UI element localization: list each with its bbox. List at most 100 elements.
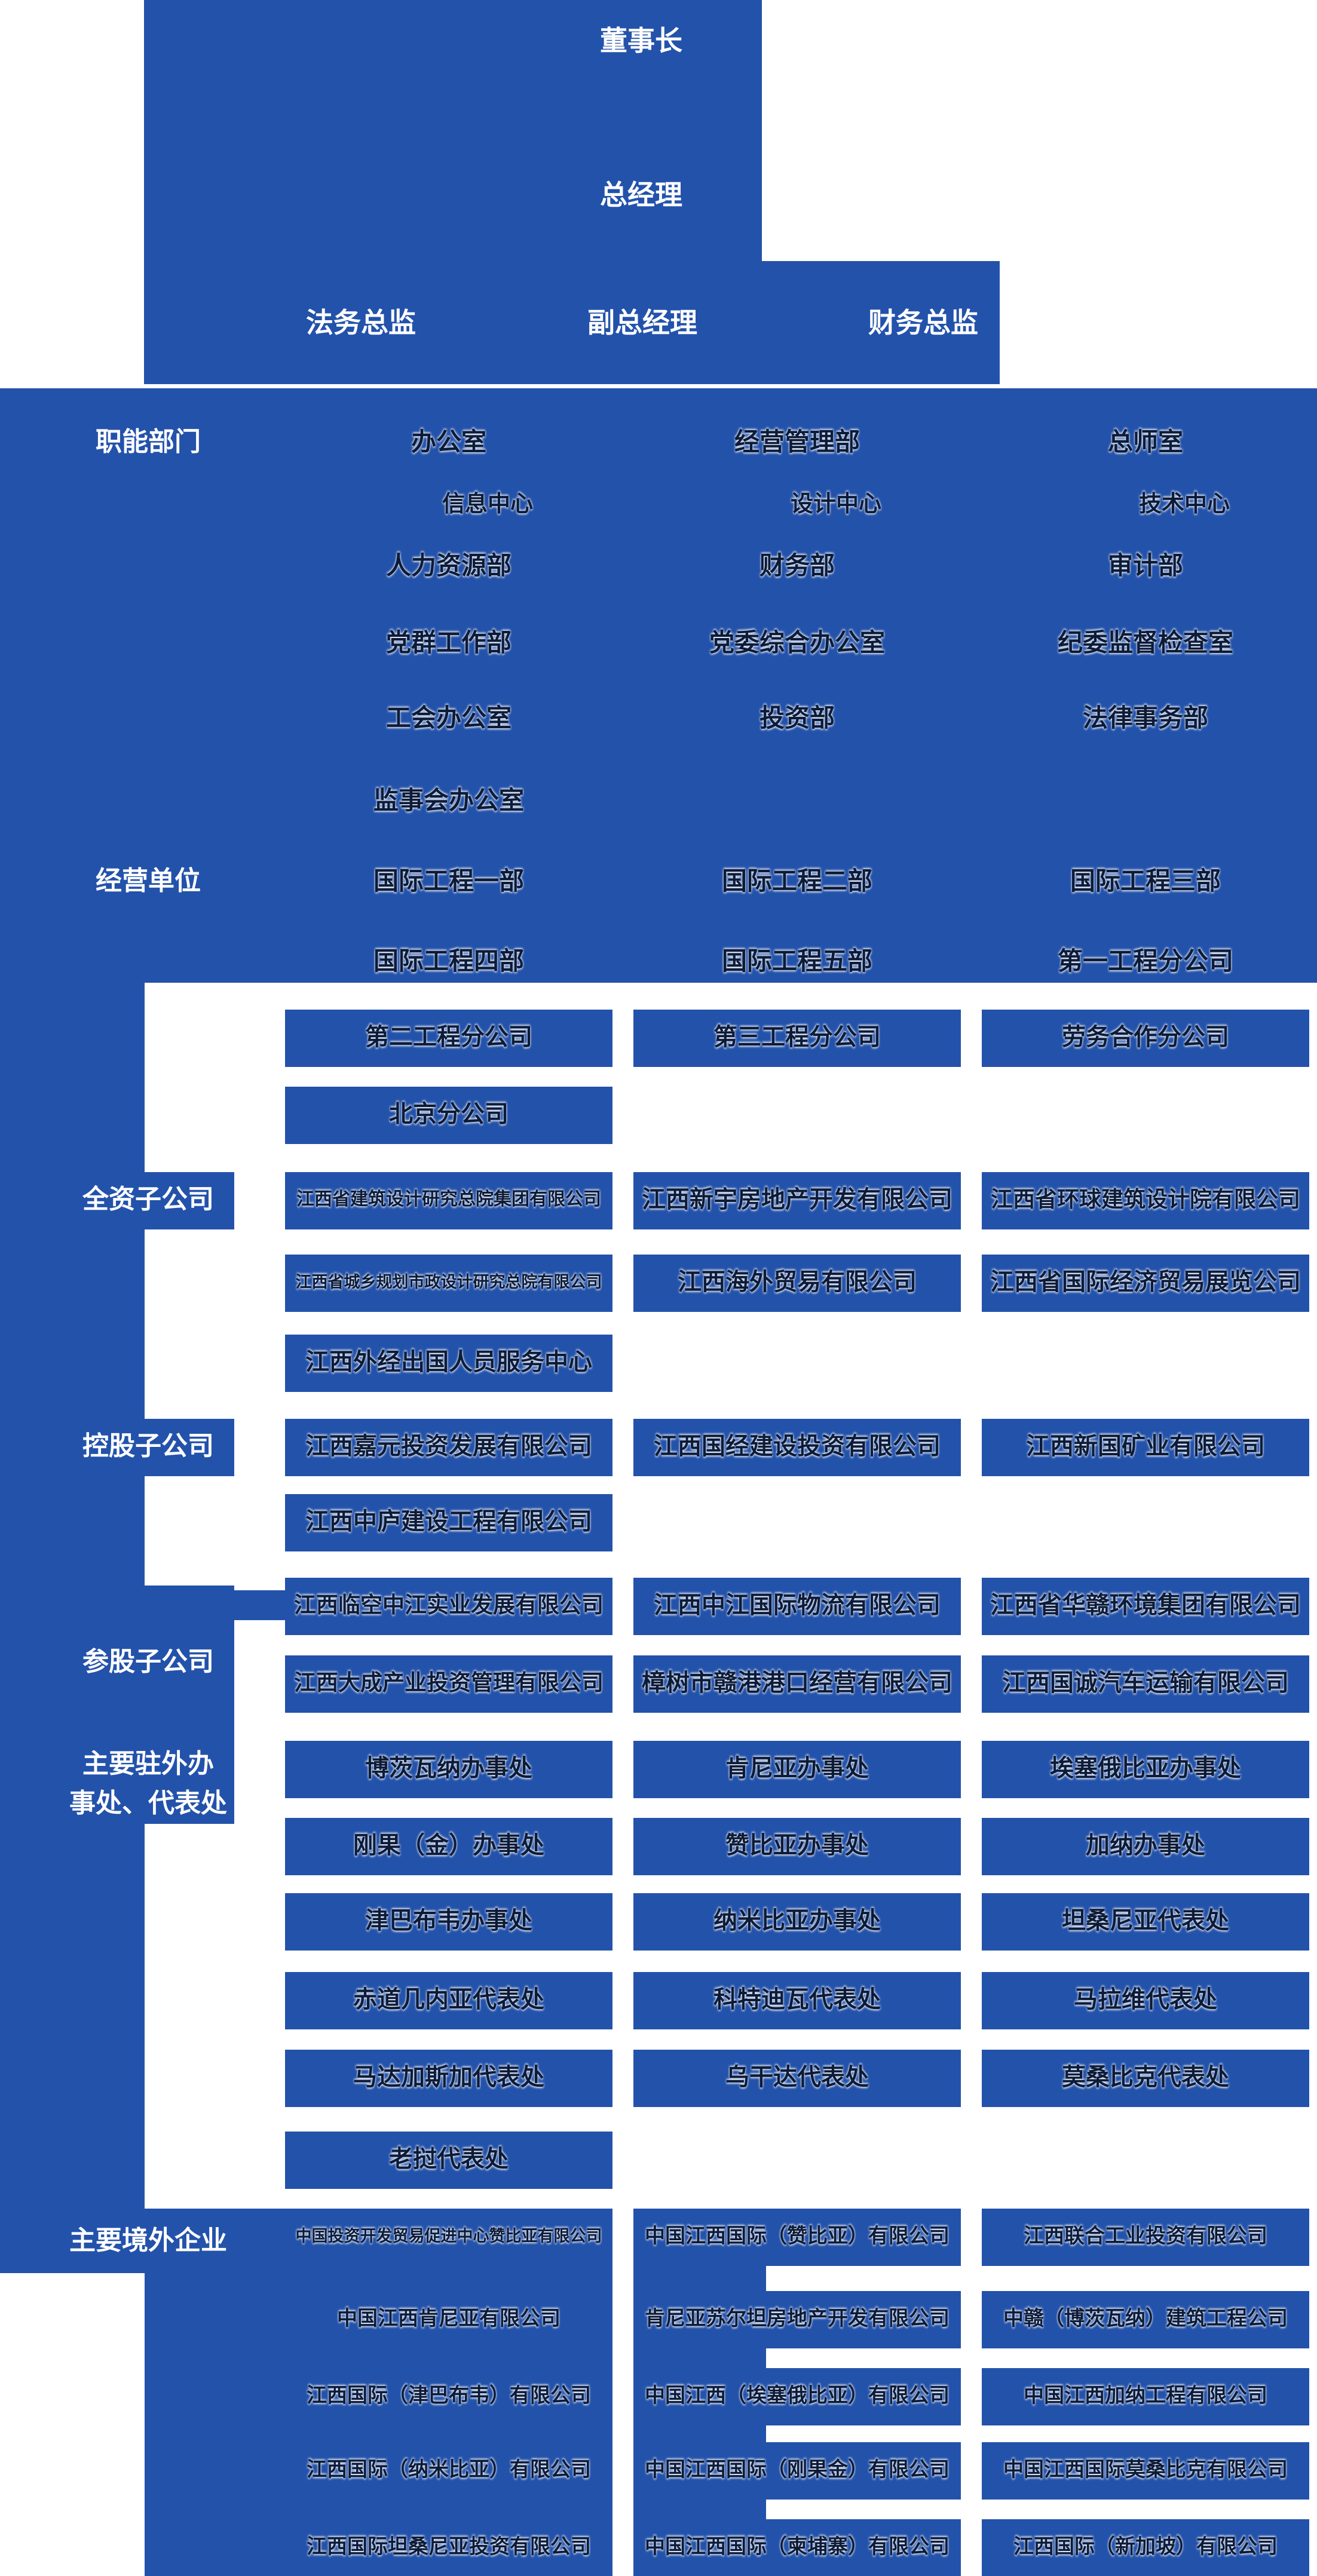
org-box [982,2291,1309,2348]
org-box-label: 马达加斯加代表处 [353,2064,544,2090]
department-name: 技术中心 [1138,492,1230,517]
org-box-label: 江西国际（纳米比亚）有限公司 [307,2458,591,2481]
org-box [633,1010,961,1067]
org-box-label: 中国江西（埃塞俄比亚）有限公司 [645,2384,950,2407]
org-box [982,2442,1309,2500]
department-name: 国际工程五部 [721,947,872,975]
org-box [285,1419,612,1476]
section-label-box [0,1586,234,1741]
section-label-box [0,1734,234,1824]
department-name: 国际工程三部 [1070,867,1221,895]
section-label: 全资子公司 [82,1185,214,1214]
department-name: 经营管理部 [734,428,860,456]
org-box-label: 乌干达代表处 [725,2064,869,2090]
department-name: 法律事务部 [1082,704,1208,732]
org-box-label: 江西中江国际物流有限公司 [654,1592,941,1618]
section-label: 主要驻外办 [82,1749,214,1778]
org-box [285,1655,612,1713]
org-box-label: 中国江西国际（柬埔寨）有限公司 [645,2535,950,2558]
org-box-label: 第三工程分公司 [713,1024,881,1050]
org-box [982,1172,1309,1229]
department-name: 办公室 [411,428,486,456]
org-box [285,2209,612,2266]
org-box [633,1655,961,1713]
org-box [285,1741,612,1798]
org-box-label: 北京分公司 [389,1101,509,1127]
org-box [633,2442,961,2500]
org-box [633,2291,961,2348]
org-box [982,1818,1309,1875]
org-box [982,2050,1309,2107]
org-box [633,1893,961,1951]
org-box-label: 江西嘉元投资发展有限公司 [305,1433,592,1459]
top-connector-block [144,0,762,265]
org-box-label: 江西联合工业投资有限公司 [1024,2225,1267,2247]
deputy-gm-title: 副总经理 [587,307,697,338]
org-box-label: 江西国际（新加坡）有限公司 [1013,2535,1278,2558]
org-box-label: 马拉维代表处 [1074,1986,1217,2013]
org-box-label: 劳务合作分公司 [1062,1024,1229,1050]
department-name: 党群工作部 [385,628,512,657]
org-box-label: 江西大成产业投资管理有限公司 [294,1670,604,1695]
org-box-label: 江西海外贸易有限公司 [678,1269,917,1295]
org-box [982,1893,1309,1951]
org-box [982,1255,1309,1312]
org-box-label: 肯尼亚办事处 [725,1755,869,1781]
org-box [633,2519,961,2576]
org-box-label: 中赣（博茨瓦纳）建筑工程公司 [1003,2307,1288,2330]
org-box [285,2291,612,2348]
org-box [285,1818,612,1875]
org-box-label: 中国江西国际（刚果金）有限公司 [645,2458,950,2481]
department-name: 审计部 [1107,551,1183,579]
org-box-label: 江西国经建设投资有限公司 [654,1433,941,1459]
section-label-box [0,1172,234,1229]
org-box-label: 坦桑尼亚代表处 [1062,1908,1229,1934]
org-box-label: 江西省建筑设计研究总院集团有限公司 [296,1189,601,1209]
legal-director-title: 法务总监 [306,307,416,338]
org-box [982,1972,1309,2029]
org-box-label: 中国江西国际（赞比亚）有限公司 [645,2225,950,2247]
section-label-box [0,1419,234,1476]
org-box-label: 中国江西肯尼亚有限公司 [337,2307,561,2330]
org-box [633,1255,961,1312]
department-name: 信息中心 [442,492,533,517]
org-box-label: 樟树市赣港港口经营有限公司 [642,1670,952,1696]
section-label: 职能部门 [96,427,201,456]
department-name: 人力资源部 [385,551,512,579]
org-box [285,1578,612,1635]
org-box [285,2132,612,2189]
department-name: 监事会办公室 [373,786,524,814]
org-box [982,2368,1309,2425]
org-box-label: 刚果（金）办事处 [353,1832,544,1859]
department-name: 工会办公室 [385,704,512,732]
department-name: 纪委监督检查室 [1057,628,1233,657]
chairman-title: 董事长 [600,25,682,56]
org-box [285,2050,612,2107]
finance-director-title: 财务总监 [868,307,978,338]
org-box [982,2519,1309,2576]
org-box-label: 中国江西加纳工程有限公司 [1024,2384,1267,2407]
org-box-label: 江西省华赣环境集团有限公司 [990,1592,1301,1618]
org-box-label: 肯尼亚苏尔坦房地产开发有限公司 [645,2307,950,2330]
org-box [285,1972,612,2029]
org-box [285,1893,612,1951]
org-box-label: 科特迪瓦代表处 [713,1986,881,2013]
org-box [633,2368,961,2425]
department-name: 国际工程二部 [721,867,872,895]
org-box-label: 江西国诚汽车运输有限公司 [1002,1670,1289,1696]
org-box [633,1172,961,1229]
org-box-label: 津巴布韦办事处 [365,1908,532,1934]
org-box [285,1010,612,1067]
org-box [285,1494,612,1551]
spine-bridge [234,1590,285,1620]
section-label: 主要境外企业 [69,2226,227,2255]
org-box [982,1655,1309,1713]
section-label: 经营单位 [96,866,201,896]
department-name: 国际工程一部 [373,867,524,895]
org-box [633,1578,961,1635]
org-box [285,1172,612,1229]
org-box-label: 赤道几内亚代表处 [353,1986,544,2013]
org-box [285,1087,612,1144]
functional-band [0,388,1317,983]
